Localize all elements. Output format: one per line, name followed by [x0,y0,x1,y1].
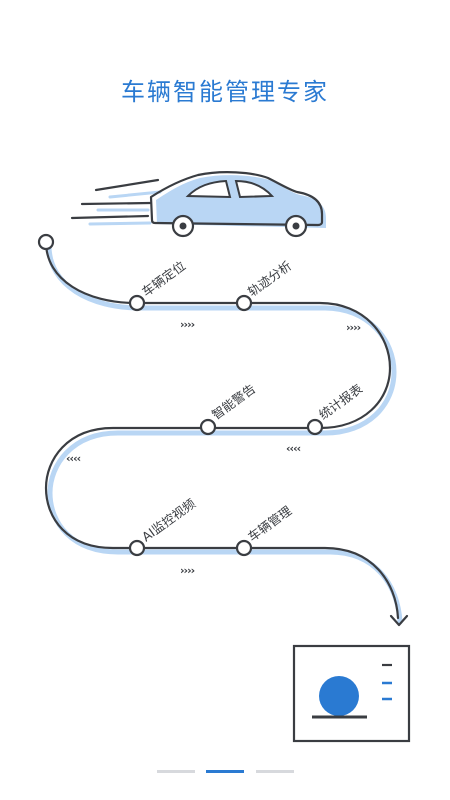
speed-lines [70,178,162,226]
direction-arrows-right: ›››› [180,318,195,331]
destination-screen-icon [292,644,411,743]
car-icon [149,171,326,238]
step-label: 统计报表 [316,381,366,423]
direction-arrows-right: ›››› [180,564,195,577]
step-label: AI监控视频 [139,495,199,544]
step-label: 车辆管理 [245,503,295,545]
page-dot-2-active[interactable] [206,770,244,773]
page-dot-3[interactable] [256,770,294,773]
direction-arrows-left: ‹‹‹‹ [66,452,81,465]
step-smart-alert[interactable]: 智能警告 [199,381,258,436]
start-node [37,233,55,251]
direction-arrows-left: ‹‹‹‹ [286,442,301,455]
step-label: 车辆定位 [139,258,188,300]
page-dot-1[interactable] [157,770,195,773]
down-arrow-icon [389,614,409,627]
step-ai-video-monitor[interactable]: AI监控视频 [128,495,199,557]
step-label: 轨迹分析 [245,258,294,300]
direction-arrows-right: ›››› [346,321,361,334]
page-indicator [0,770,450,774]
step-label: 智能警告 [209,381,258,423]
page-title: 车辆智能管理专家 [121,78,329,106]
